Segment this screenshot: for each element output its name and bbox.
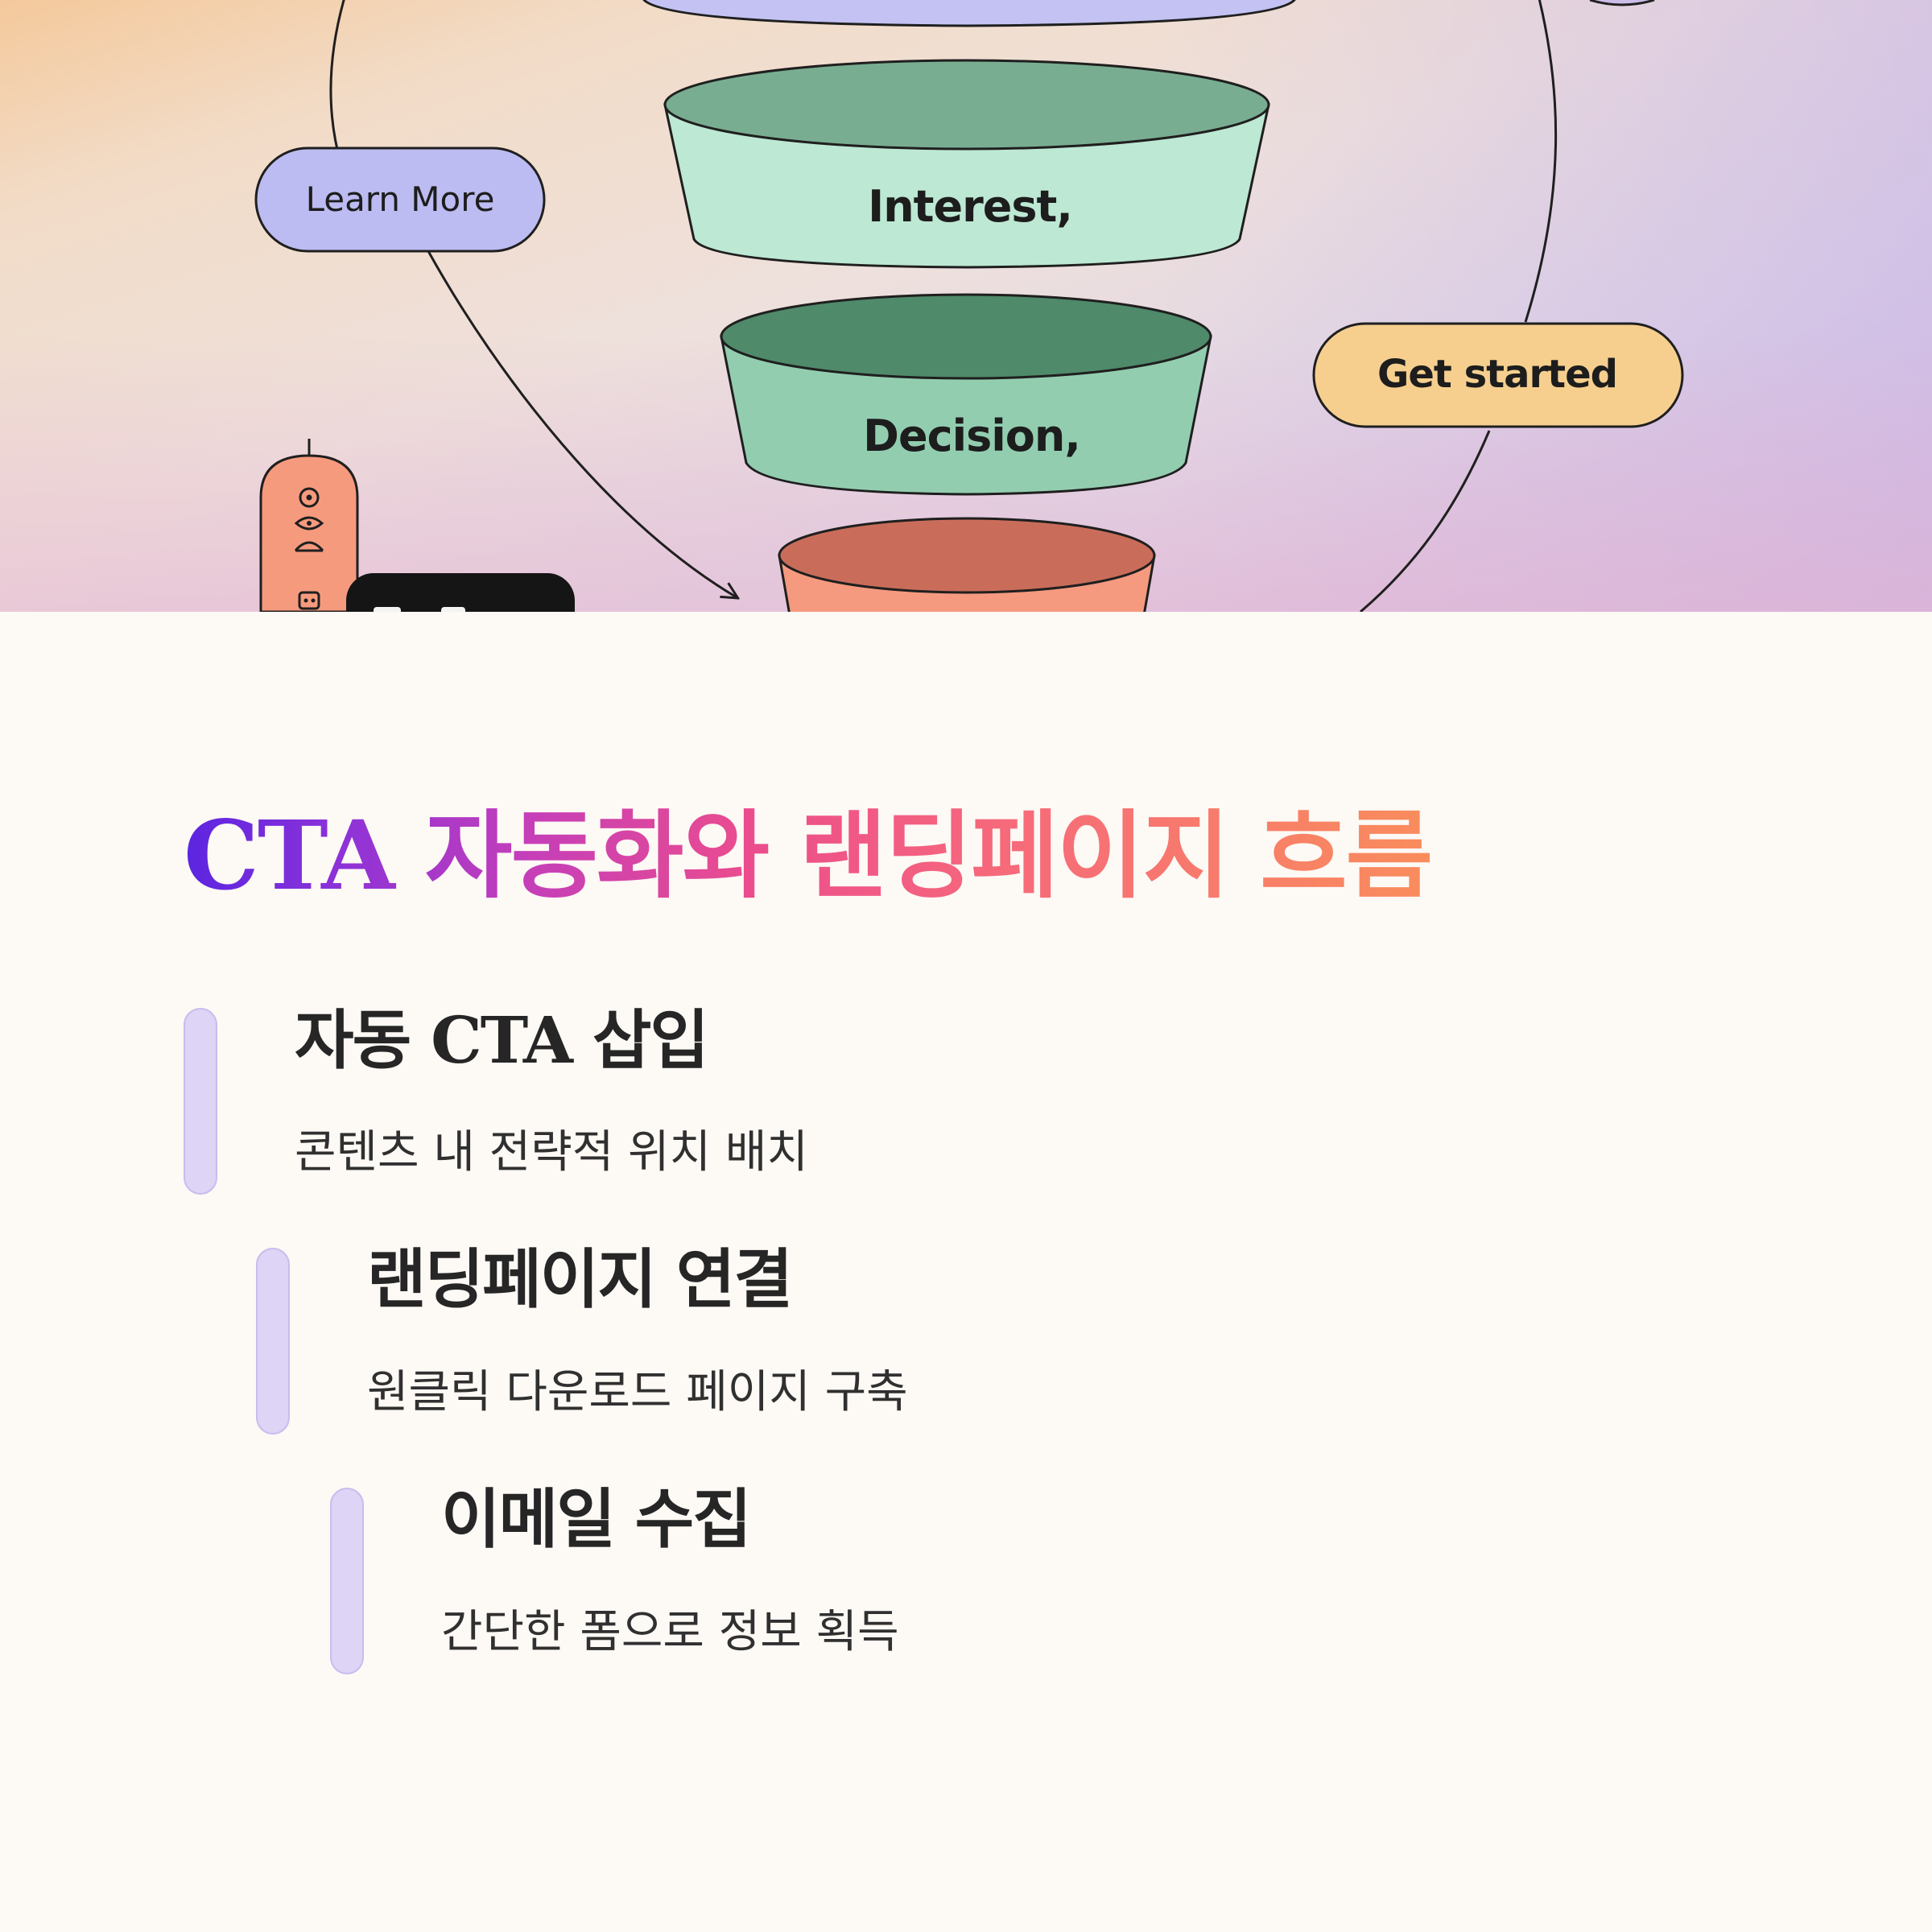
funnel-stage-interest-label: Interest, xyxy=(868,181,1072,232)
funnel-stage-interest: Interest, xyxy=(663,59,1270,269)
funnel-stage-decision: Decision, xyxy=(720,293,1212,496)
step-2-description: 원클릭 다운로드 페이지 구축 xyxy=(367,1366,908,1418)
funnel-diagram: Interest, Decision, Learn More Get start… xyxy=(0,0,1932,612)
page-title-latin: CTA xyxy=(184,799,394,911)
step-1-heading-latin: CTA xyxy=(431,1002,573,1078)
robot-icon xyxy=(298,591,320,610)
step-1-heading-part-1: 자동 xyxy=(295,1003,411,1078)
learn-more-label: Learn More xyxy=(306,180,495,219)
get-started-label: Get started xyxy=(1377,352,1617,397)
funnel-stage-decision-label: Decision, xyxy=(863,411,1080,461)
target-icon xyxy=(299,487,320,508)
step-3-description: 간단한 폼으로 정보 획득 xyxy=(441,1606,899,1658)
partial-circle-shape xyxy=(1589,0,1655,6)
hero-illustration: Interest, Decision, Learn More Get start… xyxy=(0,0,1932,612)
flow-line-right-top xyxy=(1524,0,1558,323)
funnel-stage-action xyxy=(778,517,1156,612)
step-1-indicator-bar xyxy=(184,1008,217,1195)
step-2-indicator-bar xyxy=(256,1248,290,1435)
dark-popup-card xyxy=(346,573,575,612)
eye-icon xyxy=(294,516,324,530)
chatbot-icon xyxy=(294,541,324,552)
page-title: CTA 자동화와 랜딩페이지 흐름 xyxy=(184,801,1431,911)
step-1-heading: 자동 CTA 삽입 xyxy=(295,1008,709,1073)
learn-more-button[interactable]: Learn More xyxy=(254,147,546,253)
step-3-heading: 이메일 수집 xyxy=(441,1482,752,1557)
step-3-indicator-bar xyxy=(330,1488,364,1674)
step-1-heading-part-2: 삽입 xyxy=(592,1003,709,1078)
flow-arrow-left xyxy=(427,250,737,597)
get-started-button[interactable]: Get started xyxy=(1312,322,1684,428)
page-title-korean: 자동화와 랜딩페이지 흐름 xyxy=(424,800,1432,911)
step-1-description: 콘텐츠 내 전략적 위치 배치 xyxy=(295,1126,808,1179)
side-widget xyxy=(259,439,359,612)
flow-line-right-bottom xyxy=(1360,430,1491,612)
funnel-stage-awareness xyxy=(642,0,1296,27)
step-2-heading: 랜딩페이지 연결 xyxy=(367,1242,793,1317)
